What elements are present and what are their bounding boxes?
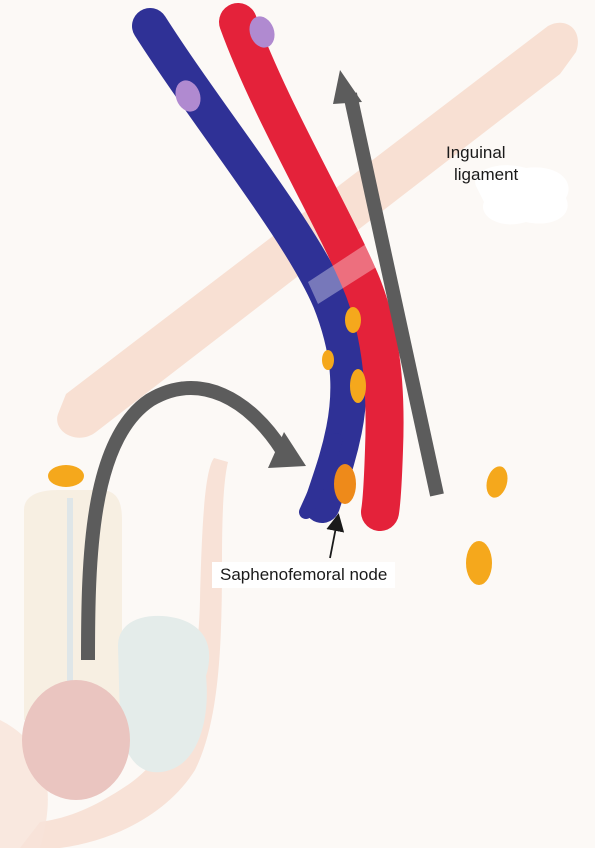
drainage-arrowhead-upward — [333, 70, 362, 104]
inguinal-label-line2: ligament — [446, 164, 566, 186]
lymph-node-1 — [345, 307, 361, 333]
saphenofemoral-pointer — [330, 522, 337, 558]
lymph-node-right-2 — [466, 541, 492, 585]
lymph-node-penile — [48, 465, 84, 487]
lymph-node-3 — [350, 369, 366, 403]
lymph-node-2 — [322, 350, 334, 370]
saphenofemoral-node — [334, 464, 356, 504]
saphenofemoral-node-label: Saphenofemoral node — [212, 562, 395, 588]
lymph-node-right-1 — [483, 464, 511, 500]
glans — [22, 680, 130, 800]
inguinal-label-line1: Inguinal — [446, 142, 566, 164]
inguinal-ligament-label: Inguinal ligament — [446, 142, 566, 186]
